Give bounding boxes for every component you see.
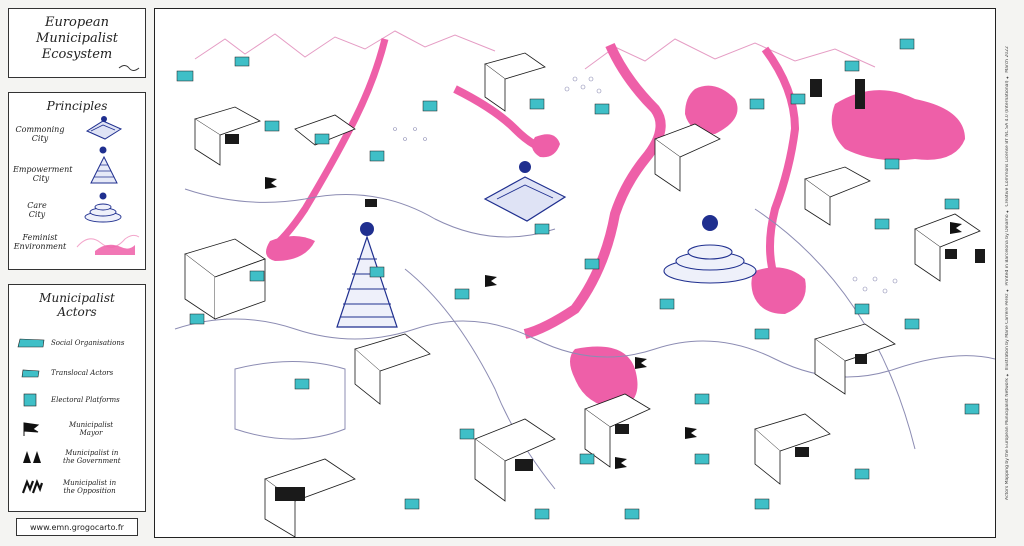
lake: [831, 90, 965, 161]
principles-heading: Principles: [46, 99, 108, 113]
commoning-hub: [483, 161, 567, 222]
care-rings: [663, 215, 757, 284]
dark-roofs: [225, 79, 985, 501]
actor-label-government: Municipalist in the Government: [63, 449, 121, 465]
mountain-outline: [584, 38, 876, 70]
teal-square-icon: [23, 393, 37, 407]
actor-label-mayor: Municipalist Mayor: [69, 421, 114, 437]
commoning-city-icon: [85, 116, 123, 140]
principle-label-empowerment: Empowerment City: [13, 165, 73, 183]
principle-label-feminist: Feminist Environment: [13, 233, 67, 251]
road: [404, 268, 556, 490]
river: [267, 38, 389, 252]
actor-label-social: Social Organisations: [51, 339, 125, 347]
actors-legend: Municipalist Actors Social Organisations…: [8, 284, 146, 512]
black-flag-icon: [23, 422, 40, 436]
actors-heading-1: Municipalist: [39, 291, 115, 305]
black-double-flag-icon: [23, 451, 41, 463]
blue-dot-icon: [99, 146, 107, 154]
mayor-flag-markers: [265, 177, 962, 469]
map-illustration: [174, 30, 995, 537]
principle-label-commoning: Commoning City: [15, 125, 65, 143]
actor-label-opposition: Municipalist in the Opposition: [63, 479, 117, 495]
title-box: European Municipalist Ecosystem: [8, 8, 146, 78]
small-teal-flag-icon: [21, 369, 40, 378]
flourish-icon: [118, 65, 140, 71]
actor-label-electoral: Electoral Platforms: [51, 396, 120, 404]
title-line-1: European: [44, 15, 110, 30]
road: [234, 361, 346, 440]
road: [174, 318, 995, 378]
lake: [531, 134, 560, 158]
empowerment-tower: [336, 222, 398, 328]
actor-label-translocal: Translocal Actors: [51, 369, 114, 377]
blue-dot-icon: [99, 192, 107, 200]
care-city-icon: [84, 203, 122, 223]
building-clusters: [184, 52, 981, 537]
river: [761, 46, 800, 281]
credits-text: Actors Mapping by the European Municipal…: [1005, 46, 1010, 500]
road: [184, 188, 556, 238]
title-line-2: Municipalist: [36, 31, 118, 46]
actors-heading-2: Actors: [57, 305, 97, 319]
lake: [266, 236, 315, 261]
river: [523, 42, 666, 339]
title-line-3: Ecosystem: [41, 47, 113, 62]
forest-areas: [393, 76, 898, 294]
road: [754, 208, 916, 450]
mountain-outline: [194, 30, 496, 60]
teal-flag-markers: [176, 38, 980, 520]
lake: [751, 267, 806, 314]
lake: [570, 346, 638, 409]
lake: [685, 85, 738, 134]
municipalist-map: [154, 8, 996, 538]
black-zigzag-icon: [21, 479, 43, 494]
empowerment-city-icon: [90, 155, 118, 184]
principles-legend: Principles Commoning City Empowerment Ci…: [8, 92, 146, 270]
principle-label-care: Care City: [27, 201, 47, 219]
feminist-environment-icon: [76, 234, 140, 255]
website-link[interactable]: www.emn.grogocarto.fr: [16, 518, 138, 536]
teal-flag-icon: [17, 338, 45, 348]
